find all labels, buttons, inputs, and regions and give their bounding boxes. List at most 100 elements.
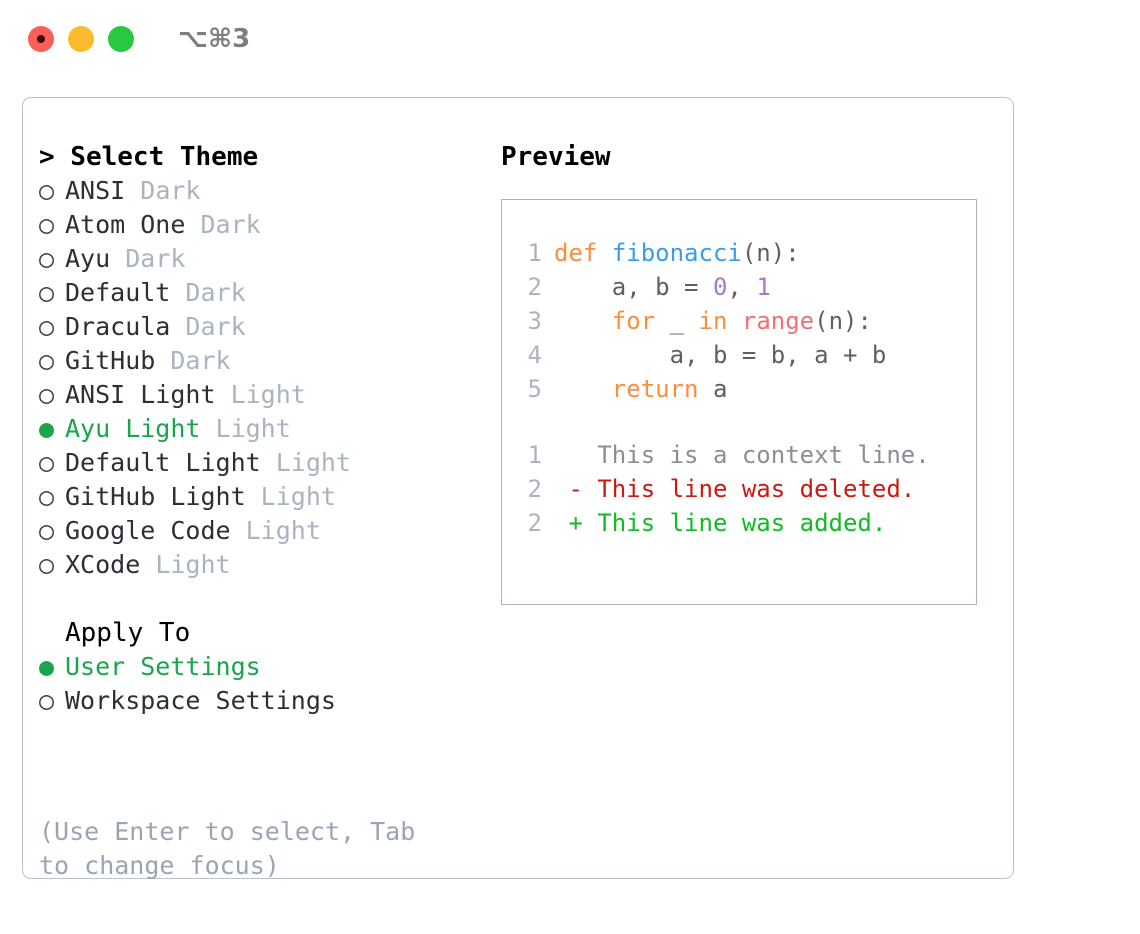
theme-option-ayu-light[interactable]: ●Ayu Light Light — [39, 412, 479, 446]
title-bar: ⌥⌘3 — [0, 0, 1140, 78]
select-theme-heading: > Select Theme — [39, 142, 259, 172]
theme-option-ansi[interactable]: ○ ANSI Dark — [39, 174, 479, 208]
theme-name: Ayu — [65, 244, 111, 273]
theme-option-dracula[interactable]: ○Dracula Dark — [39, 310, 479, 344]
theme-option-atom-one[interactable]: ○Atom One Dark — [39, 208, 479, 242]
diff-preview: 1 This is a context line.2 - This line w… — [520, 438, 976, 540]
line-number: 2 — [527, 475, 542, 503]
code-line: 5 return a — [520, 372, 976, 406]
code-token-kw: in — [698, 307, 728, 335]
diff-text: This is a context line. — [554, 441, 930, 469]
code-token-fn: fibonacci — [611, 239, 742, 267]
code-line: 2 a, b = 0, 1 — [520, 270, 976, 304]
theme-kind-badge: Light — [215, 380, 306, 409]
theme-name: GitHub — [65, 346, 156, 375]
code-token-kw: def — [554, 239, 598, 267]
radio-selected-icon: ● — [39, 652, 55, 681]
theme-kind-badge: Dark — [110, 244, 186, 273]
theme-option-ansi-light[interactable]: ○ANSI Light Light — [39, 378, 479, 412]
theme-name: ANSI Light — [65, 380, 216, 409]
radio-unselected-icon: ○ — [39, 244, 55, 273]
theme-kind-badge: Dark — [125, 176, 201, 205]
theme-option-google-code[interactable]: ○ Google Code Light — [39, 514, 479, 548]
radio-unselected-icon: ○ — [39, 516, 55, 545]
close-button[interactable] — [28, 26, 54, 52]
apply-to-label: User Settings — [65, 652, 261, 681]
code-token-plain: _ — [655, 307, 699, 335]
theme-name: Dracula — [65, 312, 171, 341]
section-spacer — [39, 582, 479, 616]
keyboard-shortcut-label: ⌥⌘3 — [178, 24, 251, 54]
keyboard-hint-text: (Use Enter to select, Tab to change focu… — [39, 817, 416, 880]
theme-option-default[interactable]: ○Default Dark — [39, 276, 479, 310]
code-token-plain: a, b = b, a + b — [554, 341, 887, 369]
radio-unselected-icon: ○ — [39, 346, 55, 375]
diff-line-deleted: 2 - This line was deleted. — [520, 472, 976, 506]
theme-list[interactable]: ○ANSI Dark○Atom One Dark○Ayu Dark○Defaul… — [39, 174, 479, 582]
theme-kind-badge: Light — [230, 516, 321, 545]
preview-title: Preview — [501, 142, 611, 172]
theme-kind-badge: Light — [245, 482, 336, 511]
line-number: 1 — [527, 239, 542, 267]
code-token-plain — [554, 375, 612, 403]
theme-kind-badge: Light — [140, 550, 231, 579]
diff-text: - This line was deleted. — [554, 475, 916, 503]
code-token-plain — [597, 239, 611, 267]
code-token-plain — [554, 307, 612, 335]
theme-kind-badge: Dark — [185, 210, 261, 239]
main-panel: > Select Theme ○ANSI Dark○Atom One Dark○… — [22, 97, 1014, 880]
line-number: 4 — [527, 341, 542, 369]
theme-option-xcode[interactable]: ○ XCode Light — [39, 548, 479, 582]
theme-name: XCode — [65, 550, 141, 579]
code-token-num: 0 — [712, 273, 728, 301]
radio-unselected-icon: ○ — [39, 176, 55, 205]
preview-gap — [520, 406, 976, 438]
theme-name: Default Light — [65, 448, 261, 477]
theme-name: GitHub Light — [65, 482, 246, 511]
theme-kind-badge: Dark — [170, 278, 246, 307]
minimize-button[interactable] — [68, 26, 94, 52]
code-token-plain: , — [727, 273, 757, 301]
theme-option-github-light[interactable]: ○GitHub Light Light — [39, 480, 479, 514]
theme-option-default-light[interactable]: ○ Default Light Light — [39, 446, 479, 480]
code-token-num: 1 — [756, 273, 771, 301]
theme-name: Ayu Light — [65, 414, 201, 443]
code-token-plain: (n): — [741, 239, 800, 267]
maximize-button[interactable] — [108, 26, 134, 52]
radio-unselected-icon: ○ — [39, 448, 55, 477]
code-token-plain — [727, 307, 741, 335]
theme-name: Google Code — [65, 516, 231, 545]
theme-option-github[interactable]: ○ GitHub Dark — [39, 344, 479, 378]
theme-kind-badge: Light — [260, 448, 351, 477]
code-line: 4 a, b = b, a + b — [520, 338, 976, 372]
apply-to-list[interactable]: ● User Settings ○Workspace Settings — [39, 650, 479, 718]
apply-to-option-workspace-settings[interactable]: ○Workspace Settings — [39, 684, 479, 718]
code-token-builtin: range — [741, 307, 815, 335]
code-line: 1 def fibonacci(n): — [520, 236, 976, 270]
code-token-plain: (n): — [814, 307, 872, 335]
code-token-plain: a — [698, 375, 728, 403]
line-number: 3 — [527, 307, 542, 335]
code-line: 3 for _ in range(n): — [520, 304, 976, 338]
radio-unselected-icon: ○ — [39, 550, 55, 579]
theme-option-ayu[interactable]: ○ Ayu Dark — [39, 242, 479, 276]
theme-name: ANSI — [65, 176, 126, 205]
apply-to-option-user-settings[interactable]: ● User Settings — [39, 650, 479, 684]
radio-unselected-icon: ○ — [39, 312, 55, 341]
code-token-kw: return — [611, 375, 699, 403]
line-number: 2 — [527, 273, 542, 301]
apply-to-label: Workspace Settings — [65, 686, 336, 715]
theme-name: Default — [65, 278, 171, 307]
radio-unselected-icon: ○ — [39, 210, 55, 239]
theme-kind-badge: Dark — [155, 346, 231, 375]
diff-line-context: 1 This is a context line. — [520, 438, 976, 472]
line-number: 5 — [527, 375, 542, 403]
diff-line-added: 2 + This line was added. — [520, 506, 976, 540]
code-token-kw: for — [611, 307, 656, 335]
code-token-plain: a, b = — [554, 273, 713, 301]
line-number: 2 — [527, 509, 542, 537]
